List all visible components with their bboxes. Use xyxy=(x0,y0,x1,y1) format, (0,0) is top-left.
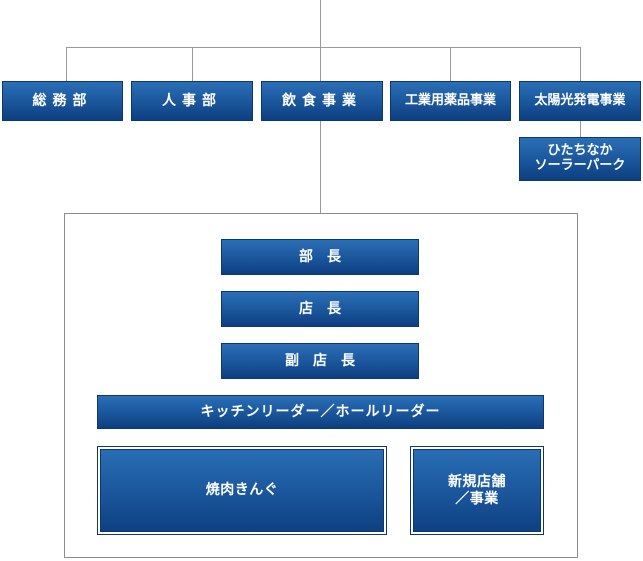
store-manager-box[interactable]: 店長 xyxy=(221,291,419,327)
connector-food-division xyxy=(320,121,321,213)
deputy-store-manager-box[interactable]: 副店長 xyxy=(221,343,419,379)
dept-kougyou-box[interactable]: 工業用薬品事業 xyxy=(390,81,511,121)
manager-label: 部長 xyxy=(299,248,355,265)
yakiniku-king-box[interactable]: 焼肉きんぐ xyxy=(97,446,387,535)
dept-jinji-label: 人事部 xyxy=(162,92,222,109)
dept-soumu-box[interactable]: 総務部 xyxy=(2,81,123,121)
dept-taiyoukou-label: 太陽光発電事業 xyxy=(534,92,626,108)
top-vertical-connector xyxy=(320,0,321,48)
dept-inshoku-label: 飲食事業 xyxy=(282,92,362,109)
yakiniku-king-label: 焼肉きんぐ xyxy=(205,482,279,499)
dept-inshoku-box[interactable]: 飲食事業 xyxy=(261,81,383,121)
dept-soumu-label: 総務部 xyxy=(32,92,93,109)
dept-kougyou-label: 工業用薬品事業 xyxy=(404,92,496,108)
horizontal-bus-connector xyxy=(66,47,581,48)
connector-soumu xyxy=(66,47,67,81)
leaders-label: キッチンリーダー／ホールリーダー xyxy=(200,403,441,420)
solar-park-box[interactable]: ひたちなか ソーラーパーク xyxy=(519,137,641,181)
store-manager-label: 店長 xyxy=(299,300,355,317)
dept-jinji-box[interactable]: 人事部 xyxy=(131,81,253,121)
connector-solar-sub xyxy=(580,121,581,137)
connector-taiyoukou xyxy=(580,47,581,81)
connector-kougyou xyxy=(450,47,451,81)
new-store-business-box[interactable]: 新規店舗 ／事業 xyxy=(410,446,544,535)
deputy-store-manager-label: 副店長 xyxy=(285,352,369,369)
leaders-box[interactable]: キッチンリーダー／ホールリーダー xyxy=(97,395,544,429)
connector-jinji xyxy=(192,47,193,81)
connector-inshoku xyxy=(320,47,321,81)
solar-park-label-line1: ひたちなか xyxy=(547,143,613,159)
manager-box[interactable]: 部長 xyxy=(221,239,419,275)
solar-park-label-line2: ソーラーパーク xyxy=(534,158,626,173)
new-store-label-line1: 新規店舗 xyxy=(448,474,506,491)
new-store-label-line2: ／事業 xyxy=(455,490,499,507)
dept-taiyoukou-box[interactable]: 太陽光発電事業 xyxy=(519,81,641,121)
